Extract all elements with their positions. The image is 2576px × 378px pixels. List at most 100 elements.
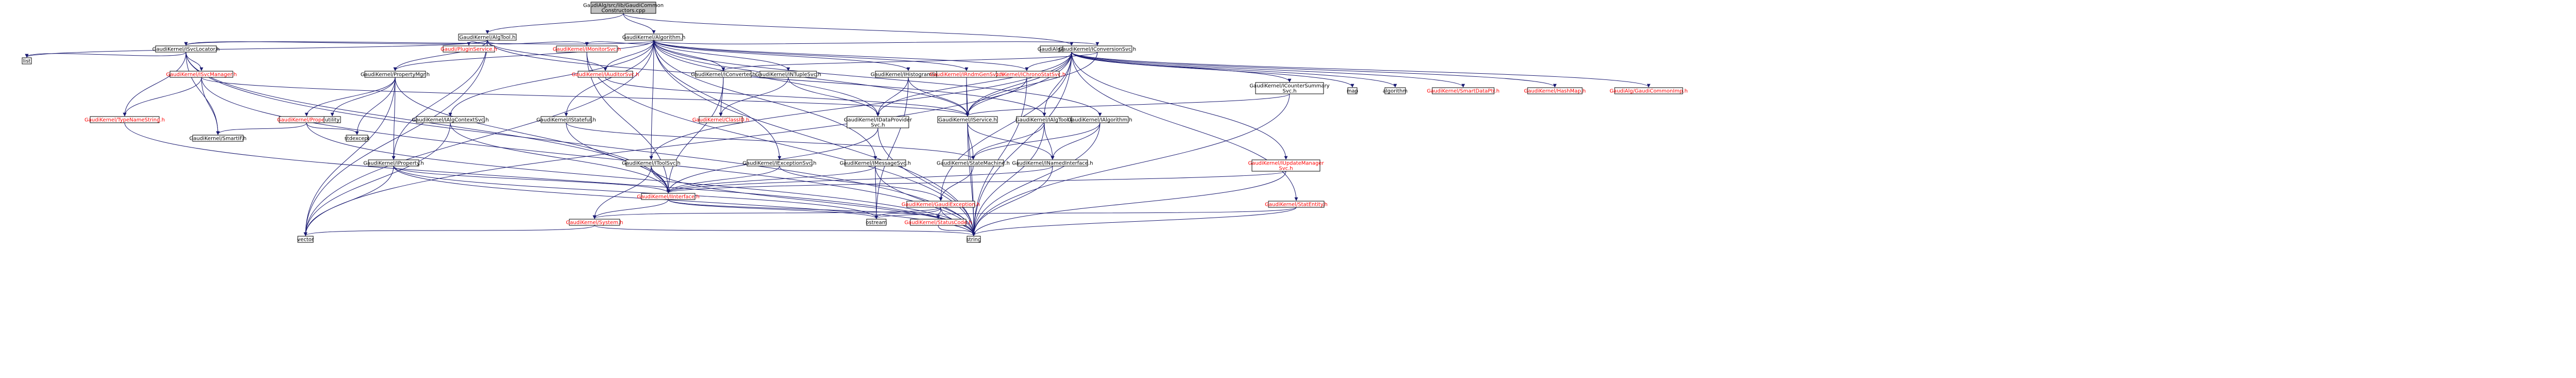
edge-gaudicommon-to-gaudiexception bbox=[939, 52, 1072, 201]
node-propertymgr[interactable]: GaudiKernel/PropertyMgr.h bbox=[361, 71, 430, 78]
edge-gaudiexception-to-ostream bbox=[874, 207, 941, 219]
node-iauditorsvc[interactable]: GaudiKernel/IAuditorSvc.h bbox=[572, 71, 639, 78]
node-smartdataptr[interactable]: GaudiKernel/SmartDataPtr.h bbox=[1427, 87, 1500, 94]
node-label: GaudiKernel/PropertyMgr.h bbox=[361, 72, 430, 78]
node-inttuplesvc[interactable]: GaudiKernel/INTupleSvc.h bbox=[755, 71, 821, 78]
node-box bbox=[1347, 87, 1358, 94]
edge-statentity-to-ostream bbox=[874, 207, 1297, 219]
node-map[interactable]: map bbox=[1347, 87, 1358, 94]
edge-gaudicommon-to-iservice bbox=[965, 52, 1072, 117]
node-label: GaudiKernel/INamedInterface.h bbox=[1012, 161, 1093, 167]
edge-algorithm-to-iexceptionsvc bbox=[653, 40, 782, 160]
edge-statentity-to-string bbox=[972, 207, 1297, 236]
edge-gaudicommon-to-stdalgorithm bbox=[1071, 52, 1397, 88]
edge-iinterface-to-statuscode bbox=[668, 199, 940, 219]
node-imessagesvc[interactable]: GaudiKernel/IMessageSvc.h bbox=[840, 159, 911, 167]
edge-isvcmanager-to-iservice bbox=[201, 77, 970, 117]
node-root[interactable]: GaudiAlg/src/lib/GaudiCommonConstructors… bbox=[583, 2, 664, 14]
node-typenamestring[interactable]: GaudiKernel/TypeNameString.h bbox=[84, 116, 165, 123]
node-istatefullpure[interactable]: GaudiKernel/IStateful.h bbox=[536, 116, 596, 123]
edge-iservice-to-string bbox=[967, 122, 976, 236]
node-stdalgorithm[interactable]: algorithm bbox=[1383, 87, 1408, 94]
edge-gaudicommon-to-idataprovidersvc bbox=[876, 52, 1072, 117]
node-box bbox=[22, 57, 32, 64]
edge-ialgtool-to-istatemachine bbox=[971, 122, 1045, 160]
node-box bbox=[906, 201, 975, 208]
edge-algorithm-to-propertymgr bbox=[393, 40, 654, 71]
node-property_red[interactable]: GaudiKernel/Property.h bbox=[277, 116, 336, 123]
node-label: GaudiKernel/Property.h bbox=[277, 118, 336, 123]
node-utility[interactable]: utility bbox=[324, 116, 341, 123]
node-list[interactable]: list bbox=[22, 57, 32, 64]
edge-algorithm-to-imessagesvc bbox=[653, 40, 877, 160]
node-imonitorsvc[interactable]: GaudiKernel/IMonitorSvc.h bbox=[553, 45, 621, 53]
node-box bbox=[1527, 87, 1583, 94]
edge-iconversionsvc-to-iconverter bbox=[721, 52, 1098, 71]
node-label: GaudiKernel/IChronoStatSvc.h bbox=[988, 72, 1065, 78]
node-istatemachine[interactable]: GaudiKernel/StateMachine.h bbox=[937, 159, 1010, 167]
edge-algorithm-to-iconversionsvc bbox=[653, 40, 1099, 46]
edge-gaudicommon-to-iupdatemanager bbox=[1071, 52, 1288, 160]
edge-ialgorithm-to-istatemachine bbox=[971, 122, 1100, 160]
node-label: GaudiKernel/StateMachine.h bbox=[937, 161, 1010, 167]
node-iconverter[interactable]: GaudiKernel/IConverter.h bbox=[691, 71, 756, 78]
edge-algtool-to-property bbox=[392, 40, 488, 160]
edge-algtool-to-vector bbox=[303, 40, 488, 236]
node-isvclocator[interactable]: GaudiKernel/ISvcLocator.h bbox=[152, 45, 220, 53]
node-layer: GaudiAlg/src/lib/GaudiCommonConstructors… bbox=[22, 2, 1688, 243]
node-ialgorithm[interactable]: GaudiKernel/IAlgorithm.h bbox=[1067, 116, 1132, 123]
node-system[interactable]: GaudiKernel/System.h bbox=[566, 219, 623, 226]
edge-root-to-algorithm bbox=[623, 13, 656, 34]
node-label: utility bbox=[325, 118, 340, 123]
node-hashmap[interactable]: GaudiKernel/HashMap.h bbox=[1524, 87, 1586, 94]
node-statentity[interactable]: GaudiKernel/StatEntity.h bbox=[1265, 201, 1328, 208]
node-box bbox=[641, 193, 696, 200]
edge-algorithm-to-ialgcontextsvc bbox=[448, 40, 654, 117]
node-ostream[interactable]: ostream bbox=[866, 219, 887, 226]
node-iconversionsvc[interactable]: GaudiKernel/IConversionSvc.h bbox=[1059, 45, 1136, 53]
node-iservice[interactable]: GaudiKernel/IService.h bbox=[937, 116, 998, 123]
node-gaudicommonimp[interactable]: GaudiAlg/GaudiCommonImp.h bbox=[1609, 87, 1688, 94]
node-box bbox=[844, 159, 906, 167]
node-label: map bbox=[1347, 89, 1358, 94]
edge-algtool-to-ipluginservice bbox=[467, 40, 488, 46]
node-isvcmanager[interactable]: GaudiKernel/ISvcManager.h bbox=[166, 71, 237, 78]
edge-istatefullpure-to-iinterface bbox=[566, 122, 670, 193]
node-inamedinterface[interactable]: GaudiKernel/INamedInterface.h bbox=[1012, 159, 1093, 167]
node-smartif[interactable]: GaudiKernel/SmartIF.h bbox=[190, 135, 247, 142]
node-algtool[interactable]: GaudiKernel/AlgTool.h bbox=[458, 34, 517, 41]
node-label: Constructors.cpp bbox=[601, 8, 645, 14]
edge-propertymgr-to-stdexcept bbox=[355, 77, 396, 135]
edge-ichronostatsvc-to-iservice bbox=[965, 77, 1027, 117]
node-statuscode[interactable]: GaudiKernel/StatusCode.h bbox=[904, 219, 972, 226]
edge-ihistosvc-to-iservice bbox=[908, 77, 970, 117]
node-box bbox=[936, 71, 997, 78]
node-irndmgensvc[interactable]: GaudiKernel/IRndmGenSvc.h bbox=[929, 71, 1004, 78]
node-iinterface[interactable]: GaudiKernel/IInterface.h bbox=[637, 193, 700, 200]
node-ipluginservice[interactable]: Gaudi/PluginService.h bbox=[440, 45, 497, 53]
node-vector[interactable]: vector bbox=[297, 236, 314, 243]
edge-algorithm-to-ihistosvc bbox=[653, 40, 910, 71]
node-box bbox=[699, 116, 743, 123]
node-gaudiexception[interactable]: GaudiKernel/GaudiException.h bbox=[902, 201, 980, 208]
edge-gaudicommon-to-statentity bbox=[1071, 52, 1298, 201]
node-box bbox=[866, 219, 887, 226]
node-iexceptionsvc[interactable]: GaudiKernel/IExceptionSvc.h bbox=[742, 159, 817, 167]
node-box bbox=[556, 45, 618, 53]
node-ialgcontextsvc[interactable]: GaudiKernel/IAlgContextSvc.h bbox=[412, 116, 489, 123]
node-iclassid[interactable]: GaudiKernel/ClassID.h bbox=[692, 116, 750, 123]
node-string[interactable]: string bbox=[967, 236, 981, 243]
node-ialgtool[interactable]: GaudiKernel/IAlgTool.h bbox=[1015, 116, 1073, 123]
node-stdexcept[interactable]: stdexcept bbox=[344, 135, 370, 142]
node-property[interactable]: GaudiKernel/IProperty.h bbox=[363, 159, 424, 167]
node-algorithm[interactable]: GaudiKernel/Algorithm.h bbox=[622, 34, 686, 41]
node-itoolsvc[interactable]: GaudiKernel/IToolSvc.h bbox=[622, 159, 681, 167]
node-label: GaudiKernel/IStateful.h bbox=[536, 118, 596, 123]
edge-property-to-iinterface bbox=[393, 166, 670, 193]
edge-isvclocator-to-isvcmanager bbox=[185, 52, 204, 71]
edge-inamedinterface-to-string bbox=[972, 166, 1053, 236]
node-label: GaudiKernel/StatusCode.h bbox=[904, 220, 972, 226]
